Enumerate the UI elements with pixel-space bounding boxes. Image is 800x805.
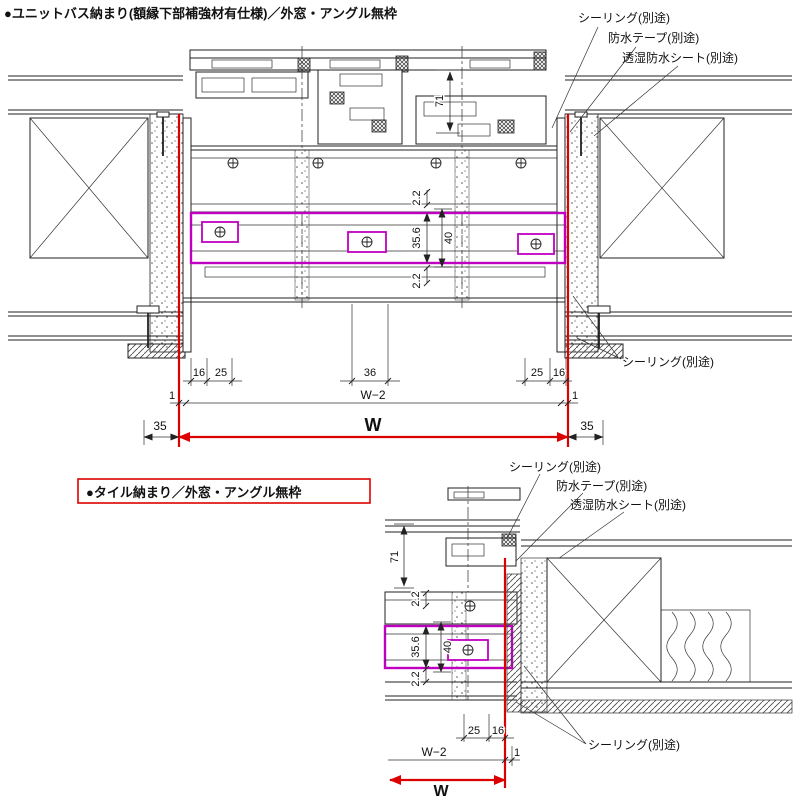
- label-tape-top: 防水テープ(別途): [608, 30, 699, 45]
- screw-mark-icon: [462, 644, 474, 656]
- screw-mark-icon: [464, 600, 476, 612]
- right-jamb: [556, 117, 566, 353]
- dim-25-left: 25: [215, 367, 227, 379]
- tile-window-frame-section: [384, 486, 521, 701]
- label-sheet-top: 透湿防水シート(別途): [570, 497, 686, 512]
- dim-w: W: [365, 415, 382, 435]
- dim-25-right: 25: [531, 367, 543, 379]
- leader-lines-top-right: [551, 26, 679, 137]
- dim-71: 71: [389, 551, 401, 563]
- screw-mark-icon: [430, 157, 442, 169]
- label-sealing-bottom: シーリング(別途): [588, 737, 680, 752]
- tile-wall-section: [506, 539, 793, 714]
- mortar-strip: [520, 557, 548, 713]
- dimensions-top: [143, 69, 604, 447]
- sill-frame-band: [190, 149, 558, 213]
- dim-35-right: 35: [580, 419, 594, 433]
- dim-w-minus-2: W−2: [360, 388, 385, 402]
- window-frame-section: [182, 46, 566, 353]
- bottom-detail: ●タイル納まり／外窓・アングル無枠: [77, 459, 793, 802]
- dim-40: 40: [442, 641, 454, 653]
- dim-35-left: 35: [153, 419, 167, 433]
- tile-finish-strip: [506, 573, 522, 713]
- dim-16-right: 16: [553, 367, 565, 379]
- top-detail: ●ユニットバス納まり(額縁下部補強材有仕様)／外窓・アングル無枠: [4, 6, 792, 447]
- dim-40: 40: [443, 232, 455, 244]
- dim-35-6: 35.6: [411, 227, 423, 248]
- dim-25: 25: [468, 725, 480, 737]
- screw-mark-icon: [515, 157, 527, 169]
- dim-1-right: 1: [572, 390, 578, 402]
- leader-lines-bottom-right: [572, 295, 622, 360]
- dim-1-left: 1: [169, 390, 175, 402]
- label-sheet-top: 透湿防水シート(別途): [622, 50, 738, 65]
- screw-mark-icon: [227, 157, 239, 169]
- dim-35-6: 35.6: [410, 636, 422, 657]
- bottom-title-box: [77, 478, 371, 504]
- dim-2-2-upper: 2.2: [410, 591, 422, 606]
- screw-mark-icon: [312, 157, 324, 169]
- dim-71: 71: [434, 95, 446, 107]
- label-sealing-top: シーリング(別途): [578, 10, 670, 25]
- highlight-reinforcement-profile-bottom: [383, 624, 514, 670]
- dim-36: 36: [364, 367, 376, 379]
- label-tape-top: 防水テープ(別途): [556, 478, 647, 493]
- meeting-stile: [317, 69, 403, 145]
- bottom-title: ●タイル納まり／外窓・アングル無枠: [86, 485, 301, 500]
- right-wall-section: [564, 75, 792, 359]
- dim-2-2-upper: 2.2: [411, 190, 423, 205]
- highlight-reinforcement-profile: [189, 211, 567, 265]
- dim-1: 1: [514, 747, 520, 759]
- label-sealing-top: シーリング(別途): [509, 459, 601, 474]
- screw-mark-icon: [214, 226, 226, 238]
- dim-w-minus-2: W−2: [421, 745, 446, 759]
- dim-16: 16: [492, 725, 504, 737]
- insulation-icon: [666, 611, 732, 682]
- screw-mark-icon: [361, 236, 373, 248]
- left-wall-section: [8, 75, 186, 359]
- sill-frame-band: [384, 591, 518, 625]
- left-sill-board: [127, 343, 186, 359]
- dim-2-2-lower: 2.2: [411, 273, 423, 288]
- dimensions-bottom: [388, 523, 520, 788]
- label-sealing-bottomright: シーリング(別途): [622, 354, 714, 369]
- top-title: ●ユニットバス納まり(額縁下部補強材有仕様)／外窓・アングル無枠: [4, 6, 397, 21]
- screw-mark-icon: [530, 238, 542, 250]
- base-board: [520, 699, 793, 714]
- dim-16-left: 16: [193, 367, 205, 379]
- dim-2-2-lower: 2.2: [410, 671, 422, 686]
- dim-w: W: [433, 783, 449, 800]
